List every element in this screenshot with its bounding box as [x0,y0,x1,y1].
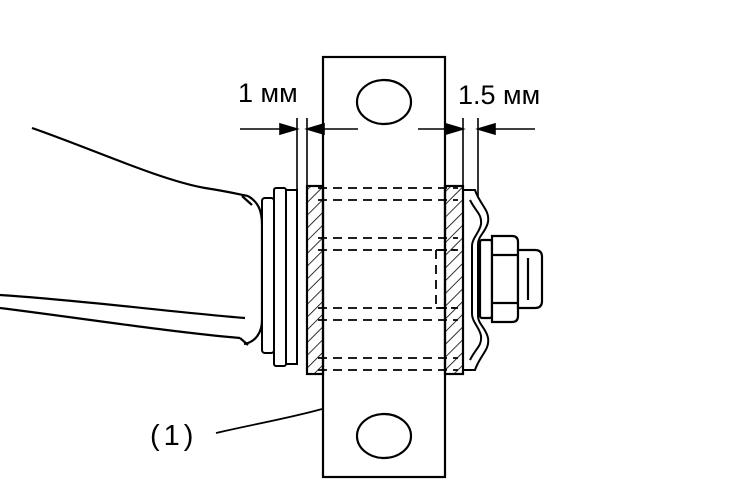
gap-right-label: 1.5 мм [458,80,541,110]
bracket-top-slot [355,78,413,126]
gap-left-label: 1 мм [238,78,298,108]
callout-label: (1) [150,420,198,452]
washer [463,189,490,371]
callout-leader [215,408,323,434]
mounting-bracket [321,55,447,479]
left-rubber-bushing [305,184,325,376]
right-rubber-bushing [443,184,465,376]
dimension-left-gap [240,118,358,198]
dimension-right-gap [418,118,535,198]
bracket-bottom-slot [355,412,413,460]
arm-collar [261,187,298,367]
nut-bolt [478,234,544,324]
suspension-arm [0,126,264,346]
